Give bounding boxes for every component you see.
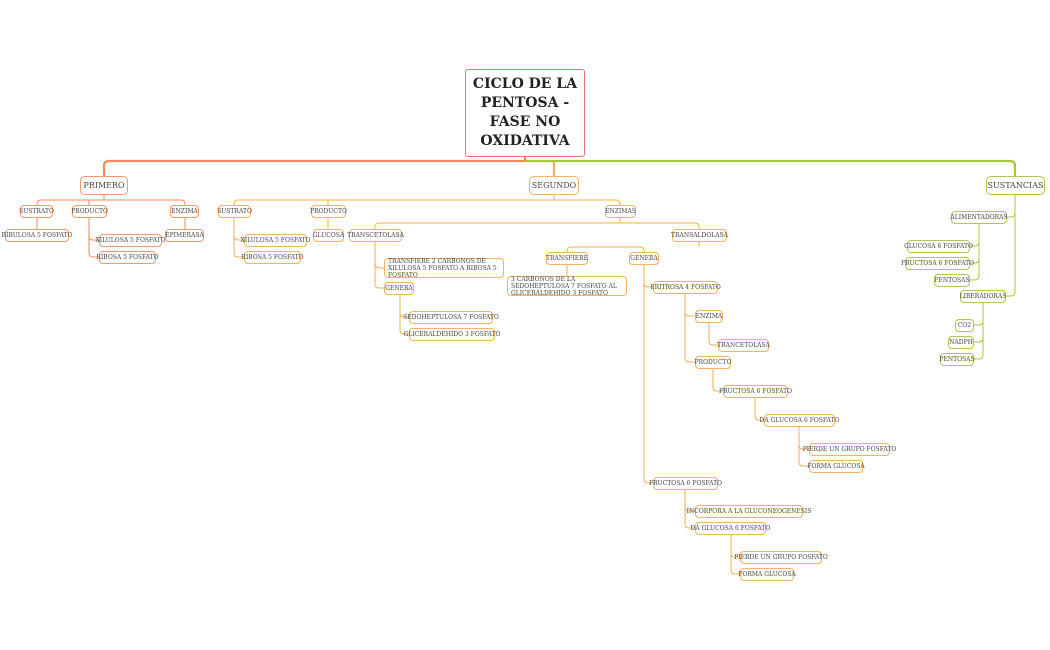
segundo-enzimas[interactable]: ENZIMAS <box>605 205 636 218</box>
eritrosa-producto[interactable]: PRODUCTO <box>695 356 731 369</box>
link-liberadoras <box>974 303 984 360</box>
eritrosa-forma[interactable]: FORMA GLUCOSA <box>807 460 865 473</box>
link-da-glucosa2 <box>730 535 740 575</box>
primero-ribosa[interactable]: RIBOSA 5 FOSFATO <box>96 251 159 264</box>
link-alimentadoras <box>970 224 980 281</box>
eritrosa-transcetolasa[interactable]: TRANCETOLASA <box>717 339 770 352</box>
eritrosa-fructosa[interactable]: FRUCTOSA 6 FOSFATO <box>719 385 792 398</box>
segundo-producto[interactable]: PRODUCTO <box>310 205 347 218</box>
eritrosa-da-glucosa[interactable]: DA GLUCOSA 6 FOSFATO <box>760 414 839 427</box>
transcetolasa-gliceraldehido[interactable]: GLICERALDEHIDO 3 FOSFATO <box>404 328 500 341</box>
sustancias-co2[interactable]: CO2 <box>955 319 974 332</box>
sustancias-nadph[interactable]: NADPH <box>948 336 974 349</box>
fructosa-da-glucosa[interactable]: DA GLUCOSA 6 FOSFATO <box>691 522 770 535</box>
sustancias-liberadoras[interactable]: LIBERADORAS <box>960 290 1006 303</box>
primero-sustrato[interactable]: SUSTRATO <box>19 205 54 218</box>
transcetolasa-transfiere[interactable]: TRANSFIERE 2 CARBONOS DE XILULOSA 5 FOSF… <box>384 258 504 279</box>
fructosa-pierde[interactable]: PIERDE UN GRUPO FOSFATO <box>734 551 828 564</box>
link-eritrosa <box>684 294 695 363</box>
link-segundo-sustrato <box>233 218 244 258</box>
transaldolasa-genera[interactable]: GENERA <box>629 252 659 265</box>
sustancias-alimentadoras[interactable]: ALIMENTADORAS <box>950 211 1008 224</box>
link-fructosa-da <box>754 398 764 421</box>
eritrosa-node[interactable]: ERITROSA 4 FOSFATO <box>650 281 721 294</box>
sustancias-pentosas2[interactable]: PENTOSAS <box>939 353 975 366</box>
eritrosa-enzima[interactable]: ENZIMA <box>695 310 723 323</box>
fructosa-incorpora[interactable]: INCORPORA A LA GLUCONEOGENESIS <box>687 505 811 518</box>
fructosa-forma[interactable]: FORMA GLUCOSA <box>738 568 796 581</box>
transaldolasa-tres-carbonos[interactable]: 3 CARBONOS DE LA SEDOHEPTULOSA 7 FOSFATO… <box>507 276 627 297</box>
link-primero-children <box>36 195 186 205</box>
segundo-glucosa[interactable]: GLUCOSA <box>313 229 344 242</box>
link-primero-producto <box>88 218 99 258</box>
link-genera-transcetolasa <box>399 295 409 335</box>
link-genera-transaldolasa <box>643 265 653 484</box>
link-enzimas <box>374 218 700 229</box>
link-segundo-children <box>233 195 621 205</box>
transaldolasa-node[interactable]: TRANSALDOLASA <box>671 229 728 242</box>
topic-sustancias[interactable]: SUSTANCIAS <box>986 176 1045 195</box>
primero-enzima[interactable]: ENZIMA <box>170 205 199 218</box>
segundo-sustrato[interactable]: SUSTRATO <box>217 205 252 218</box>
eritrosa-pierde[interactable]: PIERDE UN GRUPO FOSFATO <box>803 443 896 456</box>
link-transaldolasa <box>566 242 700 252</box>
transcetolasa-sedoheptulosa[interactable]: SEDOHEPTULOSA 7 FOSFATO <box>403 311 499 324</box>
link-da-glucosa <box>798 427 809 467</box>
topic-segundo[interactable]: SEGUNDO <box>529 176 579 195</box>
link-root-primero <box>102 157 527 176</box>
sustancias-glucosa6[interactable]: GLUCOSA 6 FOSFATO <box>904 240 973 253</box>
link-transcetolasa <box>374 242 384 289</box>
primero-xilulosa[interactable]: XILULOSA 5 FOSFATO <box>95 234 166 247</box>
transaldolasa-transfiere[interactable]: TRANSFIERE <box>546 252 588 265</box>
link-fructosa2 <box>684 490 695 529</box>
link-root-sustancias <box>525 159 1017 176</box>
sustancias-fructosa6[interactable]: FRUCTOSA 6 FOSFATO <box>901 257 974 270</box>
transcetolasa-genera[interactable]: GENERA <box>384 282 414 295</box>
sustancias-pentosas[interactable]: PENTOSAS <box>934 274 970 287</box>
primero-ribulosa[interactable]: RIBULOSA 5 FOSFATO <box>1 229 73 242</box>
link-sustancias <box>1006 195 1016 297</box>
link-root-segundo <box>525 159 556 176</box>
primero-producto[interactable]: PRODUCTO <box>71 205 108 218</box>
segundo-xilulosa[interactable]: XILULOSA 5 FOSFATO <box>240 234 311 247</box>
transcetolasa-node[interactable]: TRANSCETOLASA <box>347 229 404 242</box>
primero-epimerasa[interactable]: EPIMERASA <box>165 229 204 242</box>
link-enzima-trans <box>708 323 718 346</box>
fructosa-node[interactable]: FRUCTOSA 6 FOSFATO <box>649 477 722 490</box>
topic-primero[interactable]: PRIMERO <box>80 176 128 195</box>
root-topic[interactable]: CICLO DE LA PENTOSA - FASE NO OXIDATIVA <box>465 69 585 157</box>
segundo-ribosa[interactable]: RIBOSA 5 FOSFATO <box>241 251 304 264</box>
link-producto-fructosa <box>712 369 723 392</box>
